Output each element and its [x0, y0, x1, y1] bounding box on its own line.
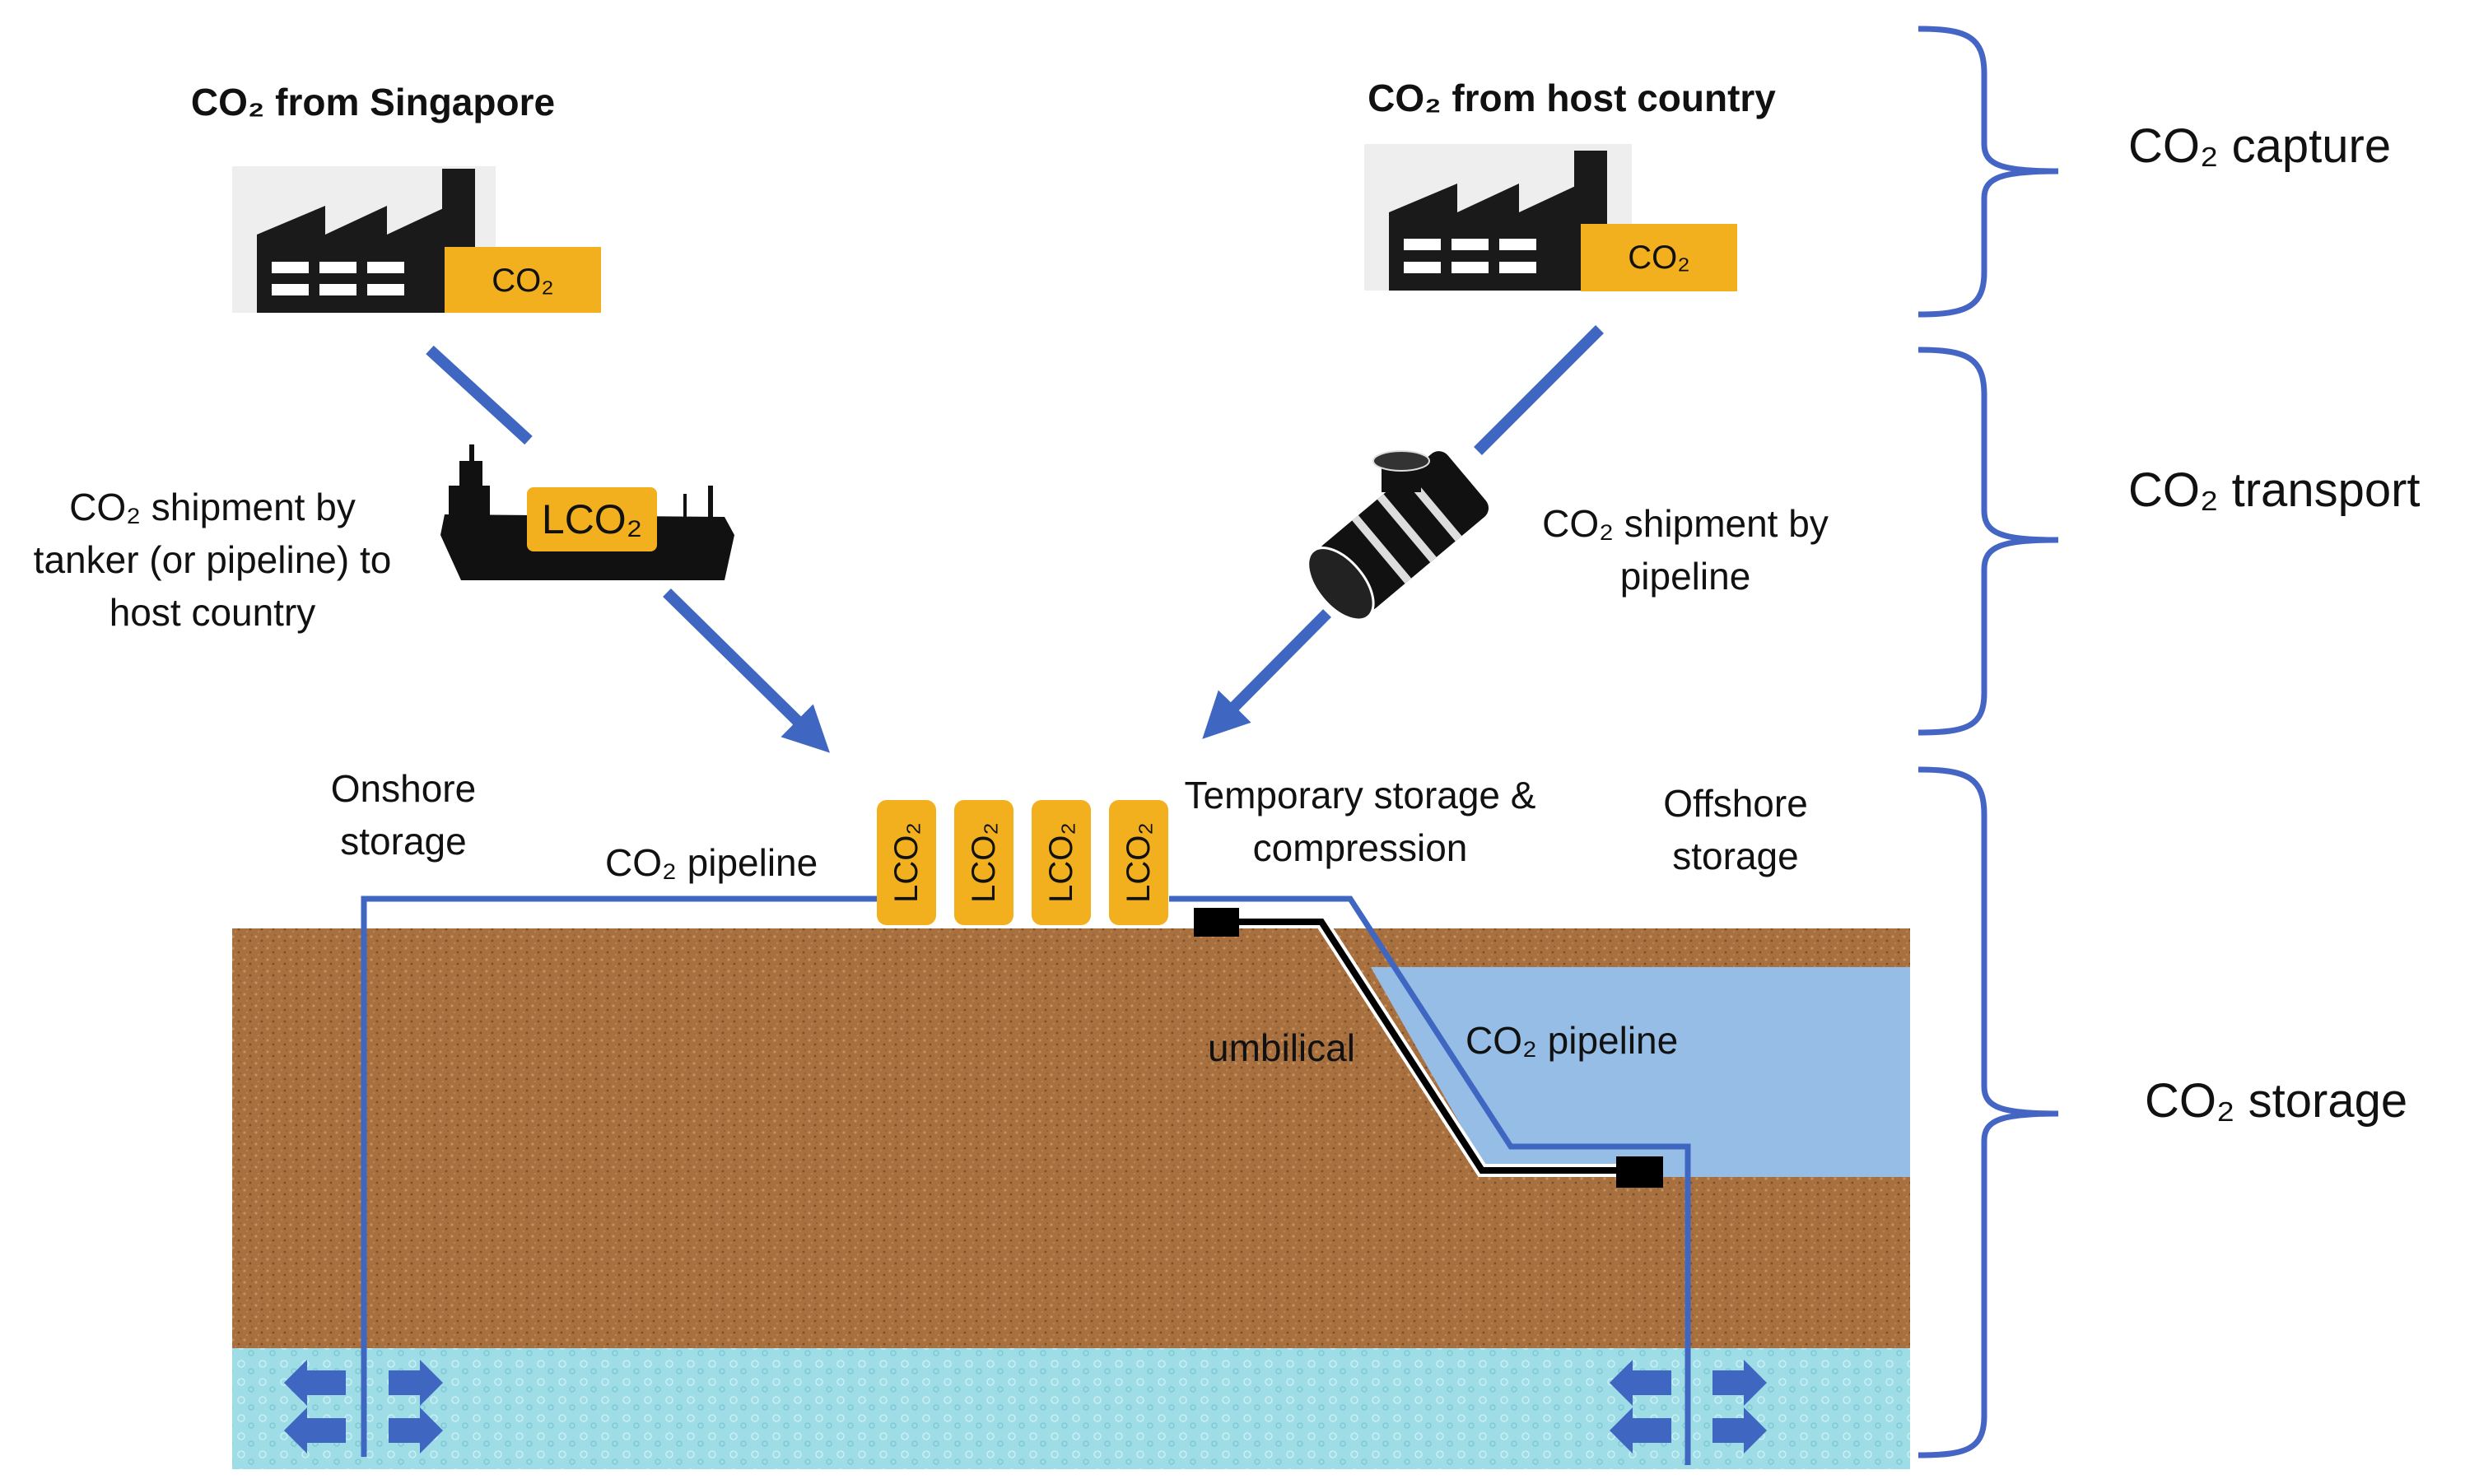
onshore-storage-label-line-2: storage: [340, 820, 467, 863]
umbilical-subsea-unit: [1616, 1156, 1663, 1188]
lco2-tank-label: LCO₂: [1043, 822, 1079, 903]
offshore-storage-label-line-1: Offshore: [1663, 782, 1808, 825]
bracket-capture: [1917, 26, 2059, 318]
lco2-tank: [1109, 800, 1168, 925]
factory-host-tag-label: CO₂: [1628, 240, 1690, 276]
tanker-label-line-2: tanker (or pipeline) to: [33, 538, 392, 581]
umbilical-topside-unit: [1194, 908, 1239, 937]
factory-singapore-tag-label: CO₂: [492, 263, 554, 299]
offshore-storage-label-line-2: storage: [1672, 835, 1799, 877]
pipe-section-icon: [1307, 450, 1489, 621]
tanker-label-line-3: host country: [109, 591, 316, 634]
onshore-pipeline-label: CO₂ pipeline: [605, 841, 818, 884]
stage-capture-label: CO₂ capture: [2128, 119, 2392, 173]
factory-singapore-tag: [445, 247, 601, 313]
singapore-source-title: CO₂ from Singapore: [190, 81, 556, 123]
onshore-pipeline: [361, 896, 877, 1457]
offshore-pipeline: [1169, 896, 1691, 1465]
factory-singapore-icon: [232, 166, 496, 313]
lco2-tank: [877, 800, 936, 925]
tanker-tag: [527, 487, 657, 551]
offshore-pipeline-label: CO₂ pipeline: [1465, 1019, 1679, 1062]
temporary-storage-label-line-2: compression: [1252, 826, 1468, 869]
onshore-storage-label-line-1: Onshore: [330, 767, 477, 810]
bracket-storage: [1917, 766, 2059, 1458]
lco2-tank-label: LCO₂: [888, 822, 925, 903]
pipeline-shipment-label-line-2: pipeline: [1619, 555, 1751, 598]
arrow-host-to-pipe: [1474, 325, 1604, 455]
tanker-label-line-1: CO₂ shipment by: [69, 486, 356, 528]
tanker-tag-label: LCO₂: [541, 496, 643, 542]
factory-host-tag: [1581, 224, 1737, 291]
aquifer-flow-arrows-left: [284, 1360, 443, 1454]
arrow-ship-to-storage: [663, 588, 830, 753]
sea-water: [1371, 967, 1910, 1177]
umbilical-line: [1214, 919, 1638, 1174]
umbilical-label: umbilical: [1208, 1026, 1355, 1069]
arrow-pipe-to-storage: [1202, 609, 1331, 739]
aquifer-layer: [232, 1348, 1910, 1469]
bracket-transport: [1917, 347, 2059, 736]
stage-storage-label: CO₂ storage: [2145, 1074, 2408, 1128]
temporary-storage-label-line-1: Temporary storage &: [1184, 774, 1536, 816]
lco2-tank-label: LCO₂: [1121, 822, 1157, 903]
stage-transport-label: CO₂ transport: [2128, 463, 2421, 517]
arrow-singapore-to-ship: [426, 345, 533, 445]
host-source-title: CO₂ from host country: [1368, 77, 1776, 119]
aquifer-flow-arrows-right: [1610, 1360, 1767, 1454]
lco2-tanks: LCO₂ LCO₂ LCO₂ LCO₂: [877, 800, 1168, 925]
lco2-tank: [954, 800, 1013, 925]
pipeline-shipment-label-line-1: CO₂ shipment by: [1542, 502, 1829, 545]
lco2-tank-label: LCO₂: [966, 822, 1002, 903]
lco2-tank: [1032, 800, 1091, 925]
